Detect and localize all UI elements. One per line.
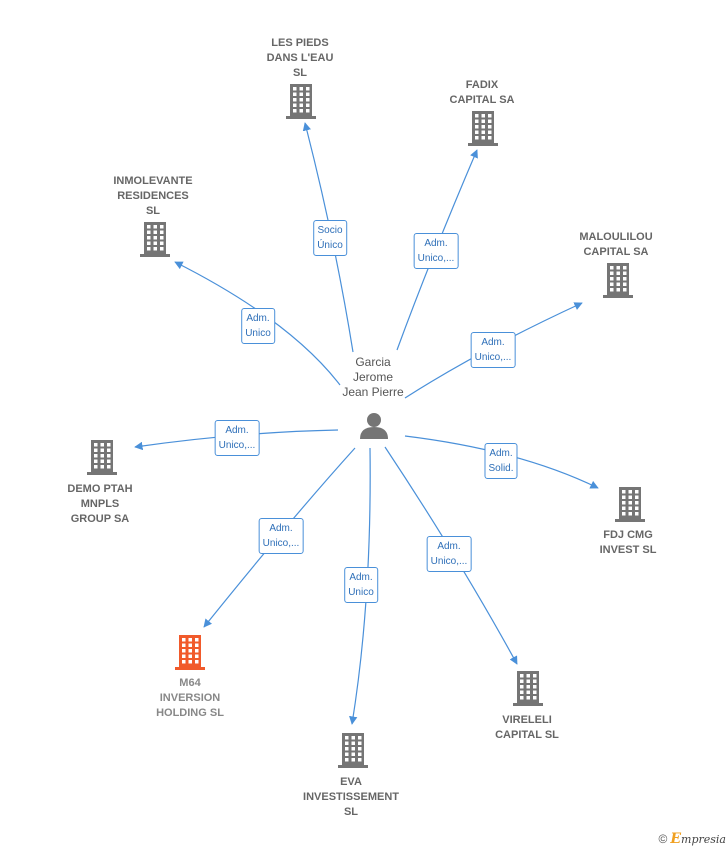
- building-icon[interactable]: [513, 671, 543, 706]
- building-icon[interactable]: [338, 733, 368, 768]
- brand-name: mpresia: [681, 833, 726, 846]
- building-icon[interactable]: [603, 263, 633, 298]
- relation-label-m64[interactable]: Adm. Unico,...: [258, 518, 304, 554]
- relation-label-maloulilou[interactable]: Adm. Unico,...: [470, 332, 516, 368]
- building-icon[interactable]: [468, 111, 498, 146]
- relation-label-fadix[interactable]: Adm. Unico,...: [413, 233, 459, 269]
- building-icon[interactable]: [615, 487, 645, 522]
- company-label-m64[interactable]: M64 INVERSION HOLDING SL: [156, 677, 224, 719]
- building-icon[interactable]: [140, 222, 170, 257]
- relation-label-les-pieds[interactable]: Socio Único: [313, 220, 347, 256]
- copyright-symbol: ©: [658, 832, 668, 846]
- relation-label-inmolevante[interactable]: Adm. Unico: [241, 308, 275, 344]
- footer-brand: © Empresia: [659, 831, 726, 847]
- relation-label-eva[interactable]: Adm. Unico: [344, 567, 378, 603]
- company-label-les-pieds[interactable]: LES PIEDS DANS L'EAU SL: [266, 37, 334, 79]
- person-icon[interactable]: [360, 413, 388, 439]
- company-label-fadix[interactable]: FADIX CAPITAL SA: [449, 79, 515, 106]
- building-icon[interactable]: [286, 84, 316, 119]
- company-label-vireleli[interactable]: VIRELELI CAPITAL SL: [495, 714, 559, 741]
- building-icon[interactable]: [87, 440, 117, 475]
- building-icon[interactable]: [175, 635, 205, 670]
- company-label-fdj-cmg[interactable]: FDJ CMG INVEST SL: [599, 529, 657, 556]
- company-label-maloulilou[interactable]: MALOULILOU CAPITAL SA: [579, 231, 653, 258]
- brand-logo-e: E: [670, 831, 682, 847]
- company-label-inmolevante[interactable]: INMOLEVANTE RESIDENCES SL: [113, 175, 193, 217]
- relation-label-vireleli[interactable]: Adm. Unico,...: [426, 536, 472, 572]
- company-label-demo-ptah[interactable]: DEMO PTAH MNPLS GROUP SA: [67, 483, 133, 525]
- company-label-eva[interactable]: EVA INVESTISSEMENT SL: [303, 776, 399, 818]
- relation-label-fdj-cmg[interactable]: Adm. Solid.: [484, 443, 518, 479]
- relation-label-demo-ptah[interactable]: Adm. Unico,...: [214, 420, 260, 456]
- center-person-label[interactable]: Garcia Jerome Jean Pierre: [342, 355, 404, 399]
